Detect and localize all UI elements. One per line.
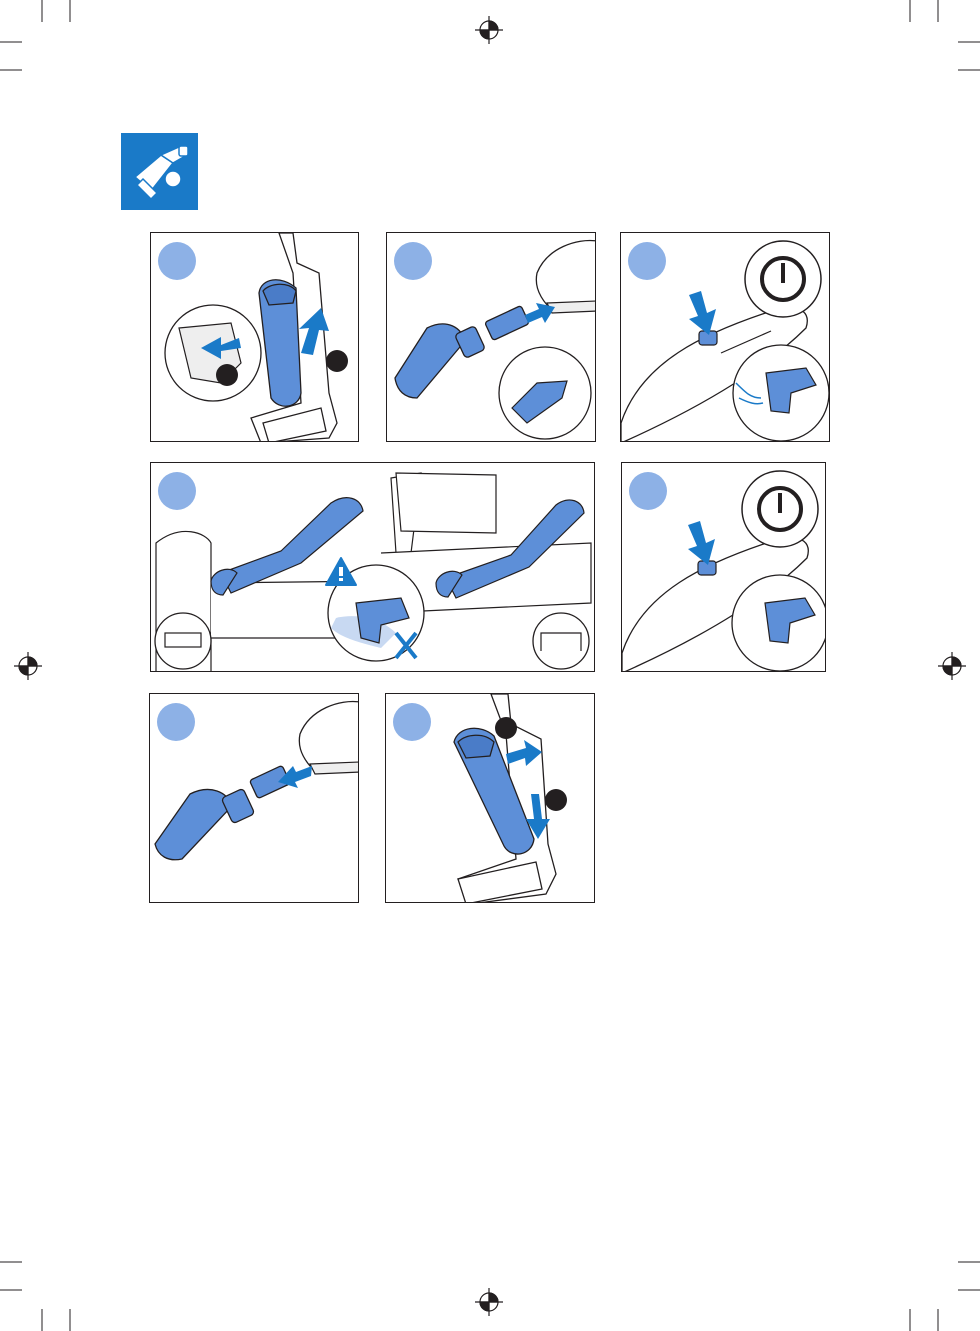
step-3-panel <box>620 232 830 442</box>
step-6-panel <box>149 693 359 903</box>
handheld-vacuum-with-nozzle-icon <box>121 133 198 210</box>
release-handheld-unit-icon <box>151 233 359 442</box>
step-7-panel <box>385 693 595 903</box>
clean-furniture-icon <box>151 463 595 672</box>
step-1-panel <box>150 232 359 442</box>
step-4-panel <box>150 462 595 672</box>
step-2-panel <box>386 232 596 442</box>
power-on-icon <box>621 233 830 442</box>
step-5-panel <box>621 462 826 672</box>
attach-crevice-nozzle-icon <box>387 233 596 442</box>
power-off-icon <box>622 463 826 672</box>
detach-crevice-nozzle-icon <box>150 694 359 903</box>
reattach-handheld-unit-icon <box>386 694 595 903</box>
